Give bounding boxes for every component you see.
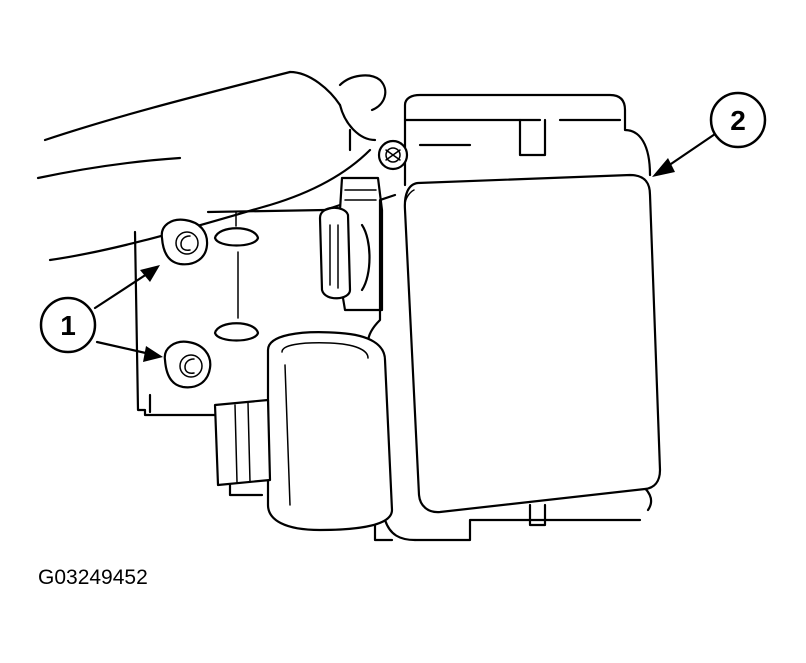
figure-id: G03249452: [38, 566, 148, 589]
pump-motor: [213, 331, 394, 532]
callout-1-leaders: [93, 265, 163, 362]
electrical-connector: [318, 176, 384, 312]
mounting-bolt-upper: [160, 218, 209, 266]
module-cover-plate: [403, 173, 662, 514]
callout-2: 2: [709, 91, 767, 149]
module-upper-housing: [403, 93, 652, 187]
callout-1: 1: [39, 296, 97, 354]
callout-2-label: 2: [730, 105, 746, 136]
vehicle-body-contour: [36, 70, 387, 262]
top-mounting-screw: [377, 139, 409, 171]
isolator-grommets: [213, 211, 260, 342]
callout-1-label: 1: [60, 310, 76, 341]
mounting-bolt-lower: [163, 340, 212, 389]
callout-2-leader: [652, 130, 720, 177]
